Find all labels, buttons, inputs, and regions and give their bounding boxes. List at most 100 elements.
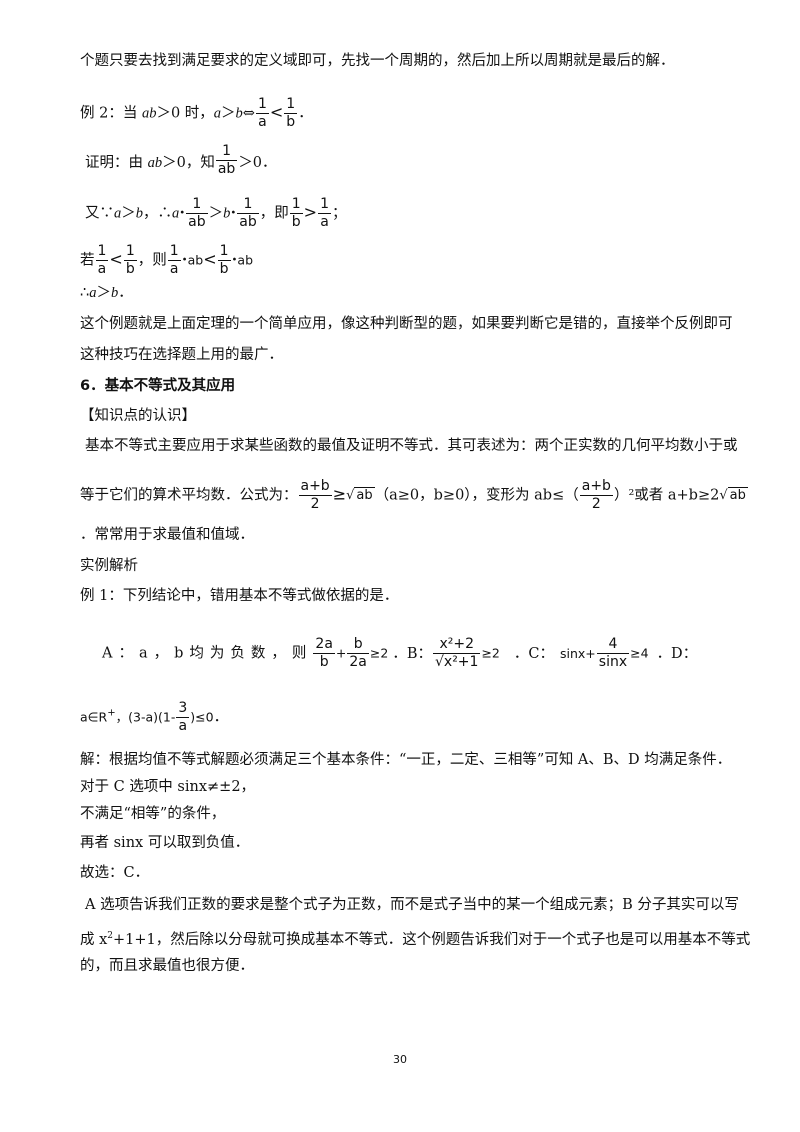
iff-symbol: ⇔ <box>242 105 255 122</box>
option-a: A：a，b均为负数，则 <box>102 645 313 662</box>
solution-line: 故选：C． <box>80 865 150 881</box>
page-number: 30 <box>393 1053 407 1066</box>
comment-line: A 选项告诉我们正数的要求是整个式子为正数，而不是式子当中的某一个组成元素；B … <box>85 897 739 913</box>
solution-line: 解：根据均值不等式解题必须满足三个基本条件：“一正，二定、三相等”可知 A、B、… <box>80 752 732 768</box>
text-line: 实例解析 <box>80 558 138 574</box>
text: 又∵ <box>85 205 114 222</box>
text: ，∴ <box>143 205 172 222</box>
text: ＞0，知 <box>162 155 215 171</box>
solution-line: 再者 sinx 可以取到负值． <box>80 835 250 851</box>
option-d: ．D： <box>656 645 698 662</box>
solution-line: 不满足“相等”的条件， <box>80 806 226 822</box>
option-b: ．B： <box>392 645 432 662</box>
text: ≥2 <box>369 645 389 661</box>
var: a <box>213 105 222 122</box>
text-line: 例 1：下列结论中，错用基本不等式做依据的是． <box>80 588 399 604</box>
greater-than-symbol: > <box>303 202 318 222</box>
text: 2 <box>107 931 114 941</box>
text: ，(3-a)(1- <box>115 709 176 725</box>
text: ＞ <box>208 205 224 222</box>
text: 若 <box>80 252 95 269</box>
text: ． <box>213 709 229 726</box>
var: a <box>172 205 180 222</box>
text-line: 这种技巧在选择题上用的最广． <box>80 347 283 363</box>
text: ． <box>298 105 313 122</box>
text: 成 x <box>80 931 108 948</box>
text: ＞ <box>221 105 236 122</box>
text: sinx+ <box>560 645 596 661</box>
sqrt: √ab <box>719 486 748 503</box>
text: + <box>107 707 116 719</box>
dot-symbol: • <box>179 207 186 219</box>
less-than-symbol: < <box>269 102 284 122</box>
dot-symbol: • <box>230 207 237 219</box>
var: ab <box>147 155 163 171</box>
var: ab <box>187 252 204 268</box>
text: 等于它们的算术平均数．公式为： <box>80 487 298 504</box>
text: )≤0 <box>190 709 214 725</box>
var: b <box>223 205 231 222</box>
text: ＞0 时， <box>156 105 214 122</box>
text: 证明：由 <box>85 155 148 171</box>
solution-line: 对于 C 选项中 sinx≠±2， <box>80 779 256 795</box>
text-line: ．常常用于求最值和值域． <box>80 527 254 543</box>
text: （a≥0，b≥0），变形为 ab≤（ <box>374 487 579 504</box>
var: b <box>135 205 143 222</box>
dot-symbol: • <box>231 254 238 266</box>
text: a∈R <box>80 709 108 725</box>
section-heading: 6．基本不等式及其应用 <box>80 378 236 394</box>
text-line: 基本不等式主要应用于求某些函数的最值及证明不等式．其可表述为：两个正实数的几何平… <box>85 438 738 454</box>
text: 例 2：当 <box>80 105 142 122</box>
text: ． <box>118 285 133 301</box>
var: a <box>89 285 97 301</box>
text: ）²或者 a+b≥2 <box>613 487 720 504</box>
text: ； <box>332 205 347 222</box>
text: ≥4 <box>630 645 649 661</box>
var: ab <box>141 105 157 122</box>
less-than-symbol: < <box>203 249 217 269</box>
text: +1+1，然后除以分母就可换成基本不等式．这个例题告诉我们对于一个式子也是可以用… <box>113 931 751 948</box>
text: ＞ <box>121 205 136 222</box>
knowledge-heading: 【知识点的认识】 <box>80 408 196 424</box>
comment-line: 成 x2+1+1，然后除以分母就可换成基本不等式．这个例题告诉我们对于一个式子也… <box>80 926 750 950</box>
text: ＞ <box>96 285 111 301</box>
less-than-symbol: < <box>109 249 123 269</box>
var: b <box>235 105 243 122</box>
var: b <box>110 285 119 301</box>
option-c: ．C： <box>513 645 554 662</box>
sqrt: √ab <box>346 486 375 503</box>
var: a <box>114 205 122 222</box>
fraction: x²+2√x²+1 <box>432 636 481 670</box>
text: ，则 <box>137 252 167 269</box>
dot-symbol: • <box>181 254 188 266</box>
var: ab <box>237 252 254 268</box>
text: ，即 <box>259 205 289 222</box>
conclusion-line: ∴a＞b． <box>80 283 133 303</box>
text: ≥2 <box>481 645 500 661</box>
therefore-symbol: ∴ <box>80 285 90 301</box>
